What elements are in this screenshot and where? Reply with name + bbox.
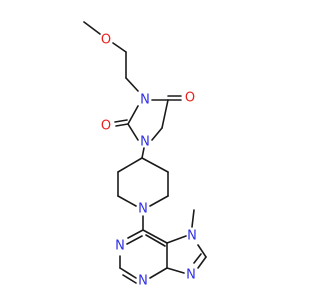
atom-n-purine-7: N bbox=[187, 229, 197, 244]
bond-n9-c4 bbox=[166, 267, 185, 274]
bond-n1-c6 bbox=[127, 229, 144, 239]
bond-c4-c5 bbox=[161, 99, 169, 129]
bond-n7-methyl bbox=[191, 209, 195, 228]
bond-pip-c2-n bbox=[117, 195, 137, 207]
atom-n-purine-8: N bbox=[186, 268, 196, 283]
atom-n-hydantoin-3: N bbox=[140, 93, 150, 108]
atom-o-methoxy: O bbox=[101, 33, 111, 48]
bond-c6-c5-2 bbox=[145, 234, 166, 247]
bond-n1-c6-2 bbox=[126, 235, 143, 245]
bond-c8-n9-2 bbox=[193, 253, 202, 264]
atom-o-c4: O bbox=[185, 91, 195, 106]
bonds bbox=[83, 21, 207, 284]
bond-c6-c5 bbox=[142, 229, 168, 244]
atom-n-purine-3: N bbox=[138, 274, 148, 289]
atom-labels: O N O O N N N N N N bbox=[101, 33, 197, 289]
bond-c2-o bbox=[115, 123, 129, 127]
bond-pip-n-c6 bbox=[149, 195, 169, 207]
bond-c4-n3 bbox=[149, 267, 168, 279]
bond-n3-c2 bbox=[119, 267, 137, 279]
bond-ch2-n3 bbox=[125, 77, 139, 92]
molecule-structure: O N O O N N N N N N bbox=[83, 21, 207, 289]
bond-n7-c8 bbox=[197, 244, 207, 258]
atom-o-c2: O bbox=[101, 119, 111, 134]
bond-c2-n3 bbox=[127, 105, 139, 125]
bond-c5-n1 bbox=[151, 127, 163, 141]
atom-n-piperidine: N bbox=[138, 202, 148, 217]
bond-c5-n7 bbox=[166, 235, 187, 244]
bond-pip-c4-c3 bbox=[117, 157, 143, 173]
bond-n1-pip-c4 bbox=[141, 147, 145, 159]
bond-c8-n9 bbox=[197, 256, 207, 269]
bond-n3-c2-2 bbox=[122, 274, 137, 284]
bond-n1-c2 bbox=[127, 123, 139, 141]
bond-pip-c5-c4 bbox=[141, 157, 169, 173]
bond-o-ch2 bbox=[112, 42, 127, 53]
atom-n-hydantoin-1: N bbox=[140, 135, 150, 150]
bond-c2-o-2 bbox=[114, 119, 128, 123]
atom-n-purine-1: N bbox=[115, 239, 125, 254]
bond-methyl-o bbox=[83, 21, 101, 35]
